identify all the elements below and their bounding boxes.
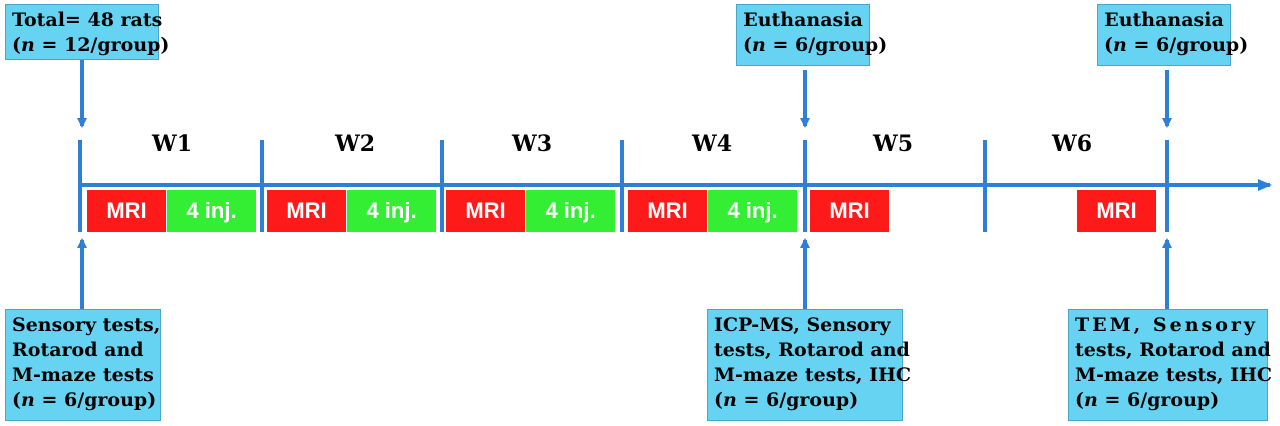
euth1-line-1: Euthanasia [743,9,863,31]
week-label-w6: W6 [1051,131,1092,157]
start-line-2: Rotarod and [12,339,144,361]
week-label-w4: W4 [691,131,732,157]
week4-tests-box: ICP-MS, Sensory tests, Rotarod and M-maz… [707,309,912,421]
inj-cell-w4: 4 inj. [708,190,797,232]
euth2-line-1: Euthanasia [1104,9,1224,31]
mid-line-2: tests, Rotarod and [714,339,910,361]
mri-cell-w1: MRI [87,190,166,232]
end-line-1: TEM, Sensory [1075,314,1258,336]
mri-cell-w5: MRI [810,190,889,232]
euthanasia-box-1: Euthanasia (n = 6/group) [736,4,888,66]
mri-cell-w6: MRI [1077,190,1156,232]
mri-cell-w2: MRI [267,190,346,232]
week-label-w1: W1 [151,131,192,157]
week-label-w3: W3 [511,131,552,157]
week-label-w5: W5 [872,131,913,157]
inj-cell-w3: 4 inj. [526,190,615,232]
inj-cell-w1: 4 inj. [167,190,256,232]
end-line-4: (n = 6/group) [1075,389,1220,411]
total-line-2: (n = 12/group) [12,34,170,56]
euth1-line-2: (n = 6/group) [743,34,888,56]
start-line-1: Sensory tests, [12,314,161,336]
mri-cell-w3: MRI [446,190,525,232]
mri-cell-w4: MRI [628,190,707,232]
baseline-tests-box: Sensory tests, Rotarod and M-maze tests … [5,309,161,421]
week-label-w2: W2 [334,131,375,157]
end-line-3: M-maze tests, IHC [1075,364,1273,386]
mid-line-4: (n = 6/group) [714,389,859,411]
euth2-line-2: (n = 6/group) [1104,34,1249,56]
total-line-1: Total= 48 rats [12,9,163,31]
total-rats-box: Total= 48 rats (n = 12/group) [5,4,170,60]
euthanasia-box-2: Euthanasia (n = 6/group) [1097,4,1249,66]
start-line-4: (n = 6/group) [12,389,157,411]
week6-tests-box: TEM, Sensory tests, Rotarod and M-maze t… [1068,309,1273,421]
start-line-3: M-maze tests [12,364,154,386]
inj-cell-w2: 4 inj. [347,190,436,232]
mid-line-1: ICP-MS, Sensory [714,314,891,336]
end-line-2: tests, Rotarod and [1075,339,1271,361]
mid-line-3: M-maze tests, IHC [714,364,912,386]
